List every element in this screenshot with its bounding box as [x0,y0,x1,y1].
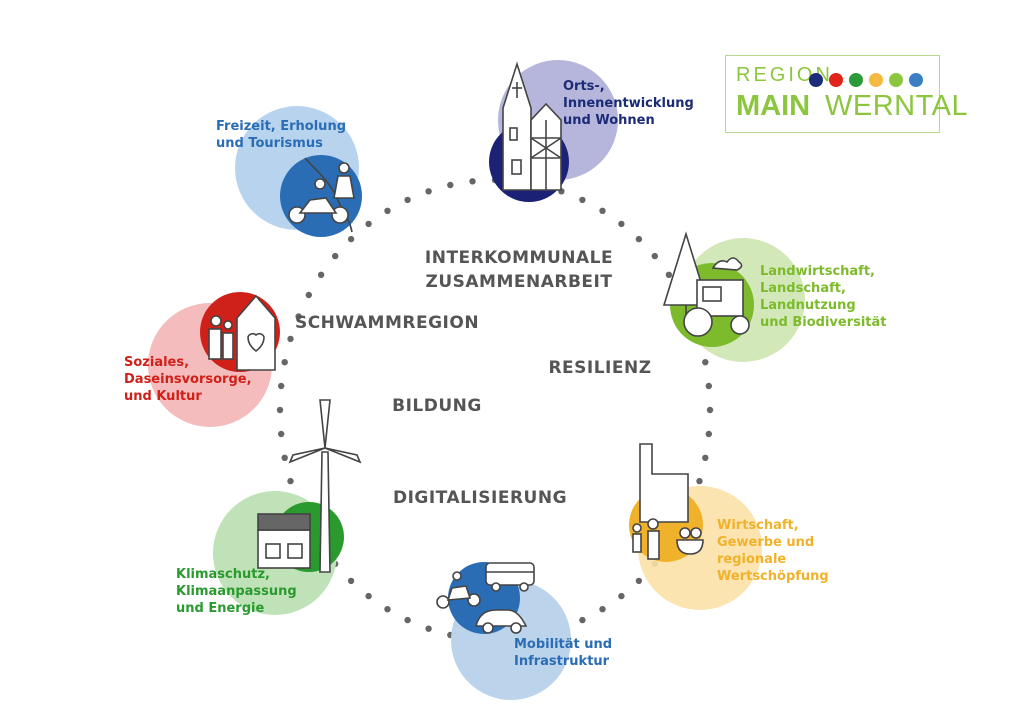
topic-landwirtschaft [662,231,805,362]
ring-dot [365,592,372,600]
ring-dot [599,606,606,613]
term-digitalisierung: DIGITALISIERUNG [392,488,568,508]
ring-dot [276,406,284,414]
ring-dot [705,382,712,390]
ring-dot [635,235,643,243]
logo-dot [889,73,903,87]
factory-family-icon [632,443,704,560]
label-klimaschutz: Klimaschutz, Klimaanpassung und Energie [176,567,297,616]
wind-turbine-house-icon [257,399,362,573]
ring-dot [347,235,355,243]
ring-dot [651,252,658,260]
ring-dot [705,430,712,438]
ring-dot [347,577,355,585]
topic-ortsentwicklung [489,60,618,202]
logo-main-text: MAIN [736,90,811,122]
topic-klimaschutz [213,399,362,615]
label-ortsentwicklung: Orts-, Innenentwicklung und Wohnen [563,79,694,128]
ring-dot [278,430,285,438]
ring-dot [618,592,625,600]
hiking-cycling-icon [288,157,355,233]
label-landwirtschaft: Landwirtschaft, Landschaft, Landnutzung … [760,264,887,330]
logo-dot [909,73,923,87]
topic-freizeit [235,106,362,237]
ring-dot [425,188,432,195]
ring-dot [469,178,476,185]
ring-dot [384,606,391,613]
ring-dot [579,616,586,624]
ring-dot [404,616,411,624]
logo-dot [849,73,863,87]
ring-dot [665,271,673,278]
logo-dots [809,73,923,87]
term-schwammregion: SCHWAMMREGION [294,313,480,333]
ring-dot [281,359,288,366]
ring-dot [287,335,294,343]
logo-werntal-text: WERNTAL [825,90,969,122]
ring-dot [599,207,606,214]
ring-dot [696,477,703,485]
ring-dot [278,382,285,390]
vehicles-icon [436,562,535,634]
ring-dot [332,252,339,260]
ring-dot [702,359,709,366]
label-soziales: Soziales, Daseinsvorsorge, und Kultur [124,355,252,404]
topic-wirtschaft [629,443,762,610]
ring-dot [305,291,312,299]
church-building-icon [502,61,562,191]
logo-dot [869,73,883,87]
logo-dot [829,73,843,87]
label-freizeit: Freizeit, Erholung und Tourismus [216,119,346,151]
ring-dot [404,196,411,204]
care-house-icon [208,294,276,371]
tractor-tree-icon [662,231,750,337]
topic-mobilitaet [436,562,571,700]
ring-dot [447,181,454,189]
region-logo: REGION MAIN WERNTAL [725,55,968,133]
ring-dot [579,196,586,204]
ring-dot [281,454,288,461]
topic-soziales [148,292,280,427]
term-resilienz: RESILIENZ [548,358,652,378]
ring-dot [618,220,625,228]
label-wirtschaft: Wirtschaft, Gewerbe und regionale Wertsc… [717,518,829,584]
ring-dot [317,271,325,278]
ring-dot [365,220,372,228]
ring-dot [702,454,709,461]
term-interkommunale-zusammenarbeit: INTERKOMMUNALE ZUSAMMENARBEIT [424,248,614,292]
ring-dot [384,207,391,214]
ring-dot [635,577,643,585]
term-bildung: BILDUNG [392,396,482,416]
logo-region-text: REGION [736,64,833,86]
ring-dot [295,313,302,320]
ring-dot [287,477,294,485]
ring-dot [706,406,714,414]
logo-dot [809,73,823,87]
ring-dot [425,625,432,632]
label-mobilitaet: Mobilität und Infrastruktur [514,637,613,669]
